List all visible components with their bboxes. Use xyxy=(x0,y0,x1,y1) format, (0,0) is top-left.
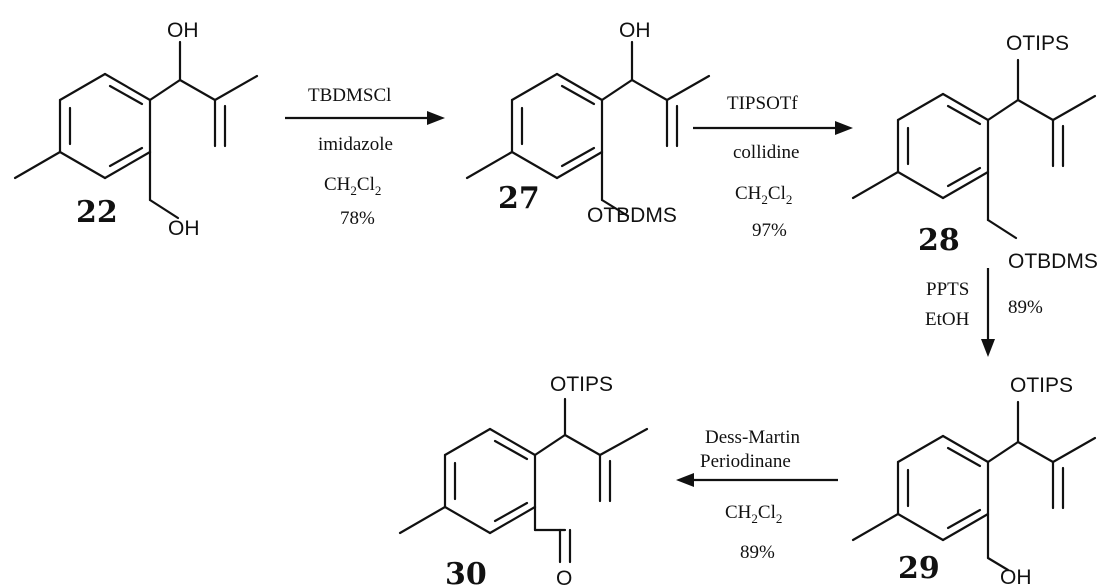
arrow-head xyxy=(676,473,694,487)
hydroxyl-label: OH xyxy=(619,19,651,42)
solvent-label: CH2Cl2 xyxy=(735,183,792,207)
solvent-label: CH2Cl2 xyxy=(324,174,381,198)
compound-22: OH OH 22 xyxy=(13,19,259,240)
yield-label: 97% xyxy=(752,220,787,241)
benzene-ring xyxy=(443,427,537,535)
compound-number: 29 xyxy=(898,551,940,586)
hydroxyl-label: OH xyxy=(1000,566,1032,588)
arrow-head xyxy=(981,339,995,357)
benzene-ring xyxy=(896,434,990,542)
methyl-bond xyxy=(13,150,62,180)
reagent-label: TBDMSCl xyxy=(308,85,391,106)
reagent-label: EtOH xyxy=(925,309,970,330)
compound-30: OTIPS O 30 xyxy=(398,373,649,588)
carbonyl-oxygen-label: O xyxy=(556,567,572,588)
silyl-ether-label: OTIPS xyxy=(550,373,613,396)
compound-27: OH OTBDMS 27 xyxy=(465,19,711,227)
yield-label: 89% xyxy=(1008,297,1043,318)
step-4: Dess-Martin Periodinane CH2Cl2 89% xyxy=(676,427,838,563)
reagent-label: imidazole xyxy=(318,134,393,155)
compound-number: 22 xyxy=(76,195,118,230)
benzene-ring xyxy=(58,72,152,180)
hydroxyl-label: OH xyxy=(168,217,200,240)
reagent-label: Periodinane xyxy=(700,451,791,472)
benzene-ring xyxy=(896,92,990,200)
compound-number: 27 xyxy=(498,181,540,216)
arrow-head xyxy=(835,121,853,135)
compound-number: 30 xyxy=(445,557,487,588)
compound-number: 28 xyxy=(918,223,960,258)
compound-29: OTIPS OH 29 xyxy=(851,374,1097,588)
reagent-label: Dess-Martin xyxy=(705,427,800,448)
arrow-head xyxy=(427,111,445,125)
silyl-ether-label: OTBDMS xyxy=(1008,250,1098,273)
solvent-label: CH2Cl2 xyxy=(725,502,782,526)
yield-label: 89% xyxy=(740,542,775,563)
reagent-label: collidine xyxy=(733,142,799,163)
step-1: TBDMSCl imidazole CH2Cl2 78% xyxy=(285,85,445,229)
benzene-ring xyxy=(510,72,604,180)
silyl-ether-label: OTIPS xyxy=(1006,32,1069,55)
reagent-label: TIPSOTf xyxy=(727,93,798,114)
reagent-label: PPTS xyxy=(926,279,969,300)
silyl-ether-label: OTBDMS xyxy=(587,204,677,227)
hydroxyl-label: OH xyxy=(167,19,199,42)
yield-label: 78% xyxy=(340,208,375,229)
silyl-ether-label: OTIPS xyxy=(1010,374,1073,397)
step-2: TIPSOTf collidine CH2Cl2 97% xyxy=(693,93,853,241)
compound-28: OTIPS OTBDMS 28 xyxy=(851,32,1098,273)
step-3: PPTS EtOH 89% xyxy=(925,268,1043,357)
